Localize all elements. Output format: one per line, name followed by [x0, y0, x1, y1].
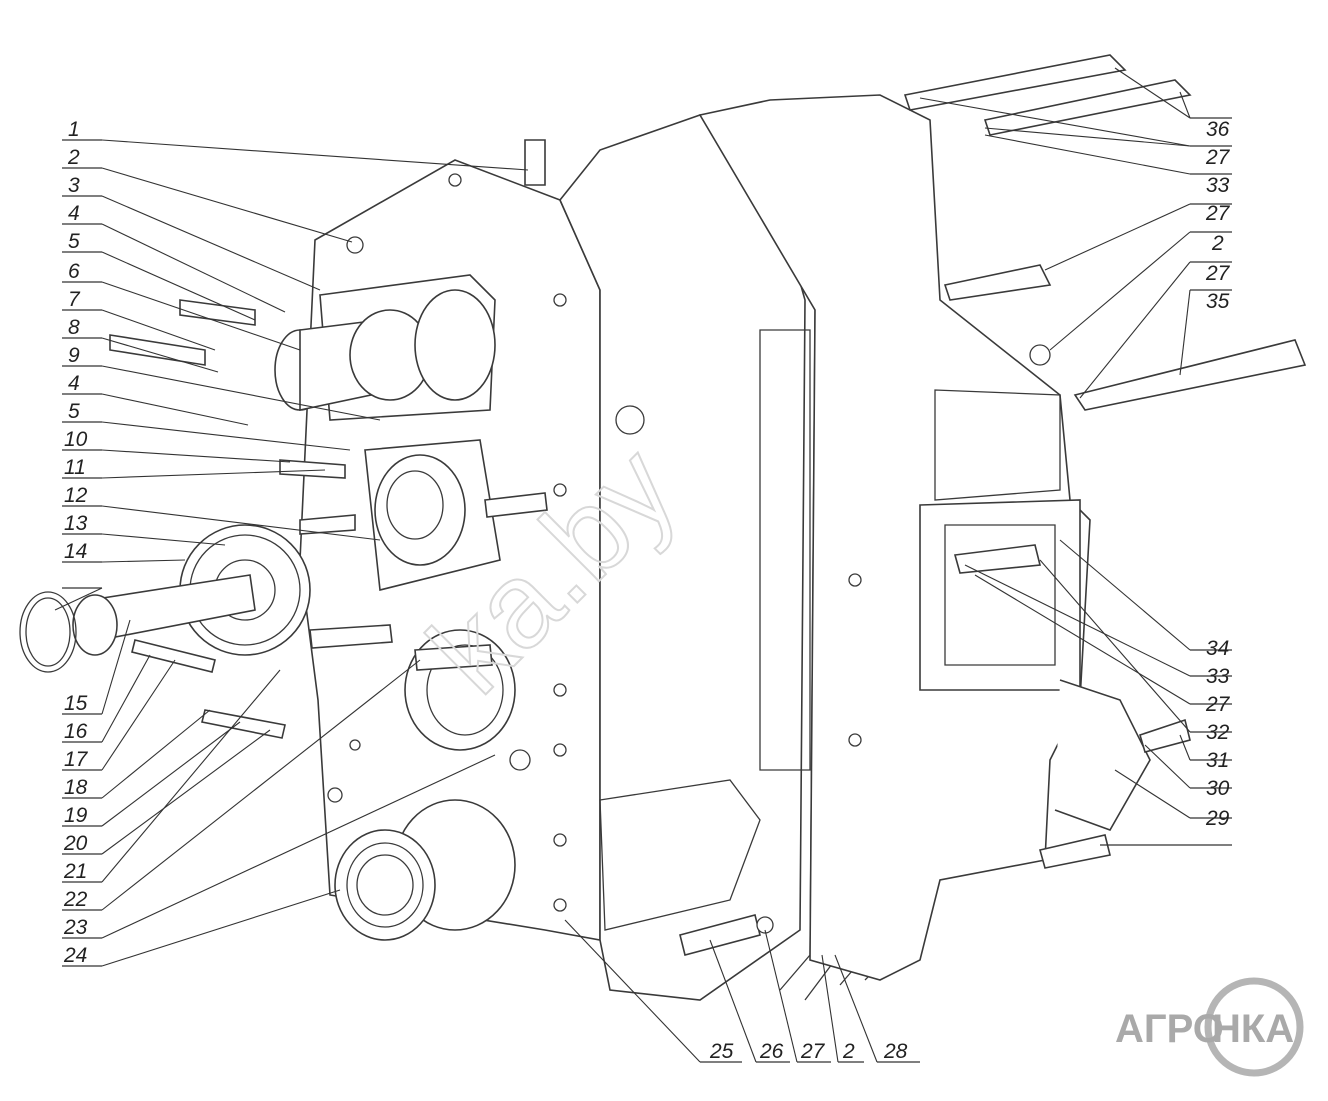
callout-20: 20 [63, 832, 88, 855]
callout-1: 1 [68, 118, 80, 141]
callout-18: 18 [64, 776, 88, 799]
callout-31: 31 [1206, 749, 1229, 772]
callout-3: 3 [68, 174, 80, 197]
callout-15: 15 [64, 692, 88, 715]
logo-text-right: НКА [1212, 1007, 1294, 1051]
callout-23: 23 [63, 916, 88, 939]
callout-19: 19 [64, 804, 88, 827]
callouts-bottom: 25 26 27 2 28 [709, 1040, 908, 1063]
callout-27e: 27 [800, 1040, 826, 1063]
logo-text-left: АГРО [1115, 1007, 1224, 1051]
callout-33b: 33 [1206, 665, 1230, 688]
callout-9: 9 [68, 344, 80, 367]
callout-2: 2 [67, 146, 80, 169]
callout-16: 16 [64, 720, 88, 743]
callout-29: 29 [1205, 807, 1230, 830]
callout-17: 17 [64, 748, 89, 771]
callout-25: 25 [709, 1040, 734, 1063]
callout-7: 7 [68, 288, 81, 311]
callout-12: 12 [64, 484, 88, 507]
callout-11: 11 [64, 456, 86, 479]
callout-4: 4 [68, 202, 80, 225]
agronka-logo: АГРО НКА [1115, 977, 1304, 1077]
callout-22: 22 [63, 888, 88, 911]
callout-32: 32 [1206, 721, 1230, 744]
logo-ring [1204, 977, 1304, 1077]
callout-35: 35 [1206, 290, 1230, 313]
callouts-right: 36 27 33 27 2 27 35 34 33 27 32 31 30 29 [1205, 118, 1231, 830]
callout-27b: 27 [1205, 202, 1231, 225]
callout-2b: 2 [842, 1040, 855, 1063]
leader-lines [54, 67, 1232, 1063]
callout-28: 28 [883, 1040, 908, 1063]
gearbox-housing-drawing [19, 54, 1307, 1001]
callout-27d: 27 [1205, 693, 1231, 716]
callout-5: 5 [68, 230, 80, 253]
callout-2r: 2 [1211, 232, 1224, 255]
callout-21: 21 [63, 860, 87, 883]
callout-33a: 33 [1206, 174, 1230, 197]
callout-10: 10 [64, 428, 88, 451]
callout-5b: 5 [68, 400, 80, 423]
callout-14: 14 [64, 540, 87, 563]
callout-27a: 27 [1205, 146, 1231, 169]
callout-24: 24 [63, 944, 87, 967]
callout-13: 13 [64, 512, 88, 535]
callouts-left: 1 2 3 4 5 6 7 8 9 4 5 10 11 12 13 14 15 … [63, 118, 89, 967]
callout-30: 30 [1206, 777, 1230, 800]
callout-34: 34 [1206, 637, 1229, 660]
callout-26: 26 [759, 1040, 784, 1063]
callout-27c: 27 [1205, 262, 1231, 285]
callout-4b: 4 [68, 372, 80, 395]
callout-36: 36 [1206, 118, 1230, 141]
callout-8: 8 [68, 316, 80, 339]
callout-6: 6 [68, 260, 80, 283]
